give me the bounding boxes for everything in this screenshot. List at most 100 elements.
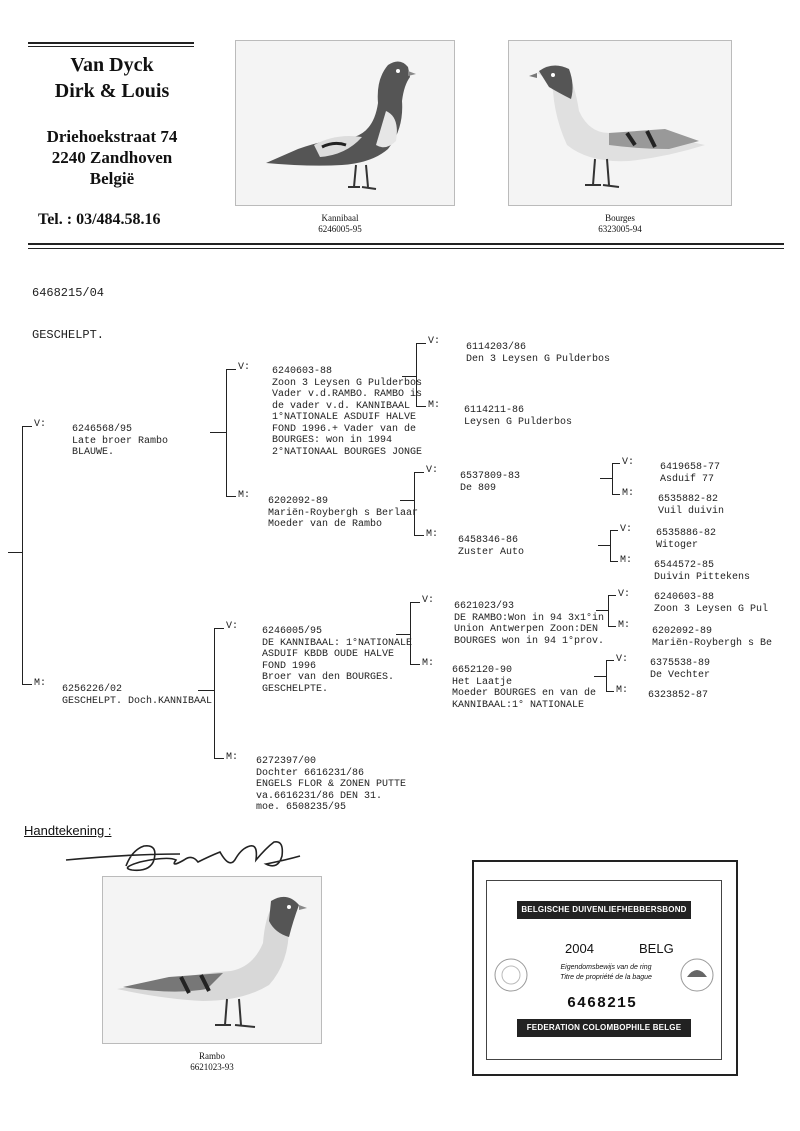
ornament-left-icon xyxy=(494,958,528,992)
line-dam-out xyxy=(198,690,214,691)
line-dd xyxy=(214,758,224,759)
label-sdsd: M: xyxy=(622,488,635,499)
header-rule-long-thin xyxy=(28,248,784,249)
certificate-country: BELG xyxy=(639,941,674,956)
line-sdd xyxy=(414,535,424,536)
signature-label: Handtekening : xyxy=(24,823,112,838)
line-sss xyxy=(416,343,426,344)
pigeon-bourges-image xyxy=(529,65,705,188)
pedigree-sddd: 6544572-85 Duivin Pittekens xyxy=(654,560,751,583)
owner-address: Driehoekstraat 74 2240 Zandhoven België xyxy=(28,126,196,189)
line-dss xyxy=(410,602,420,603)
photo-kannibaal xyxy=(235,40,455,206)
ornament-right-icon xyxy=(680,958,714,992)
bracket-ss xyxy=(416,343,417,406)
owner-name-line2: Dirk & Louis xyxy=(54,80,170,102)
line-sdd-out xyxy=(598,545,610,546)
owner-street: Driehoekstraat 74 xyxy=(46,127,178,146)
certificate-banner-bottom: FEDERATION COLOMBOPHILE BELGE xyxy=(517,1019,691,1037)
pedigree-sdd: 6458346-86 Zuster Auto xyxy=(458,535,525,558)
label-dsd: M: xyxy=(422,658,435,669)
line-sdss xyxy=(612,463,620,464)
label-sire: V: xyxy=(34,419,47,430)
label-dam: M: xyxy=(34,678,47,689)
caption-kannibaal: Kannibaal 6246005-95 xyxy=(280,213,400,235)
bracket-sd xyxy=(414,472,415,535)
certificate-line-nl: Eigendomsbewijs van de ring xyxy=(560,964,652,971)
label-ss: V: xyxy=(238,362,251,373)
caption-rambo-ring: 6621023-93 xyxy=(190,1062,234,1072)
header-rule-top xyxy=(28,42,194,44)
caption-rambo: Rambo 6621023-93 xyxy=(152,1051,272,1073)
caption-kannibaal-name: Kannibaal xyxy=(321,213,359,223)
line-sds-out xyxy=(600,478,612,479)
pedigree-ss: 6240603-88 Zoon 3 Leysen G Pulderbos Vad… xyxy=(272,366,423,458)
header-rule-long xyxy=(28,243,784,245)
certificate-banner-top: BELGISCHE DUIVENLIEFHEBBERSBOND xyxy=(517,901,691,919)
line-ssd xyxy=(416,406,426,407)
caption-kannibaal-ring: 6246005-95 xyxy=(318,224,362,234)
label-sdss: V: xyxy=(622,457,635,468)
line-ss-out xyxy=(402,376,416,377)
bracket-gen1 xyxy=(22,426,23,684)
label-sss: V: xyxy=(428,336,441,347)
bracket-ds xyxy=(410,602,411,664)
ring-certificate: BELGISCHE DUIVENLIEFHEBBERSBOND 2004 BEL… xyxy=(472,860,738,1076)
label-ssd: M: xyxy=(428,400,441,411)
line-sd xyxy=(226,496,236,497)
label-dss: V: xyxy=(422,595,435,606)
pedigree-sdsd: 6535882-82 Vuil duivin xyxy=(658,494,725,517)
line-dsdd xyxy=(606,691,614,692)
line-ds xyxy=(214,628,224,629)
line-dss-out xyxy=(596,610,608,611)
label-sddd: M: xyxy=(620,555,633,566)
signature-image xyxy=(65,840,301,872)
label-ds: V: xyxy=(226,621,239,632)
pigeon-kannibaal-image xyxy=(266,61,416,190)
bracket-sdd xyxy=(610,530,611,561)
bracket-sds xyxy=(612,463,613,494)
pedigree-dsdd: 6323852-87 xyxy=(648,690,709,701)
pigeon-ring: 6468215/04 xyxy=(32,286,105,300)
pedigree-dssd: 6202092-89 Mariën-Roybergh s Be xyxy=(652,626,773,649)
line-sdsd xyxy=(612,494,620,495)
line-dsd-out xyxy=(594,676,606,677)
label-dssd: M: xyxy=(618,620,631,631)
pedigree-ds: 6246005/95 DE KANNIBAAL: 1°NATIONALE ASD… xyxy=(262,626,413,695)
certificate-ring-number: 6468215 xyxy=(567,995,638,1012)
bracket-dam xyxy=(214,628,215,758)
pigeon-rambo-image xyxy=(117,896,307,1028)
pedigree-dd: 6272397/00 Dochter 6616231/86 ENGELS FLO… xyxy=(256,756,407,813)
certificate-year: 2004 xyxy=(565,941,594,956)
bracket-sire xyxy=(226,369,227,496)
caption-bourges: Bourges 6323005-94 xyxy=(560,213,680,235)
pedigree-sdss: 6419658-77 Asduif 77 xyxy=(660,462,721,485)
certificate-line-fr: Titre de propriété de la bague xyxy=(560,974,652,981)
label-dd: M: xyxy=(226,752,239,763)
owner-name: Van Dyck Dirk & Louis xyxy=(28,52,196,104)
label-sd: M: xyxy=(238,490,251,501)
line-sire xyxy=(22,426,32,427)
owner-city: 2240 Zandhoven xyxy=(51,148,173,167)
pigeon-identity: 6468215/04 GESCHELPT. xyxy=(32,258,104,356)
certificate-frame: BELGISCHE DUIVENLIEFHEBBERSBOND 2004 BEL… xyxy=(486,880,722,1060)
pedigree-dss: 6621023/93 DE RAMBO:Won in 94 3x1°in Uni… xyxy=(454,601,605,647)
pedigree-sire: 6246568/95 Late broer Rambo BLAUWE. xyxy=(72,424,169,458)
caption-bourges-ring: 6323005-94 xyxy=(598,224,642,234)
pedigree-dsds: 6375538-89 De Vechter xyxy=(650,658,711,681)
line-dsds xyxy=(606,660,614,661)
label-dsdd: M: xyxy=(616,685,629,696)
pedigree-dam: 6256226/02 GESCHELPT. Doch.KANNIBAAL xyxy=(62,684,213,707)
pedigree-sd: 6202092-89 Mariën-Roybergh s Berlaar Moe… xyxy=(268,496,419,530)
owner-name-line1: Van Dyck xyxy=(70,54,154,76)
pigeon-color: GESCHELPT. xyxy=(32,328,105,342)
line-sds xyxy=(414,472,424,473)
line-sdds xyxy=(610,530,618,531)
line-sd-out xyxy=(400,500,414,501)
header-rule-top-thin xyxy=(28,46,194,47)
line-ss xyxy=(226,369,236,370)
owner-country: België xyxy=(89,169,135,188)
line-sire-out xyxy=(210,432,226,433)
line-ds-out xyxy=(396,634,410,635)
pedigree-ssd: 6114211-86 Leysen G Pulderbos xyxy=(464,405,573,428)
